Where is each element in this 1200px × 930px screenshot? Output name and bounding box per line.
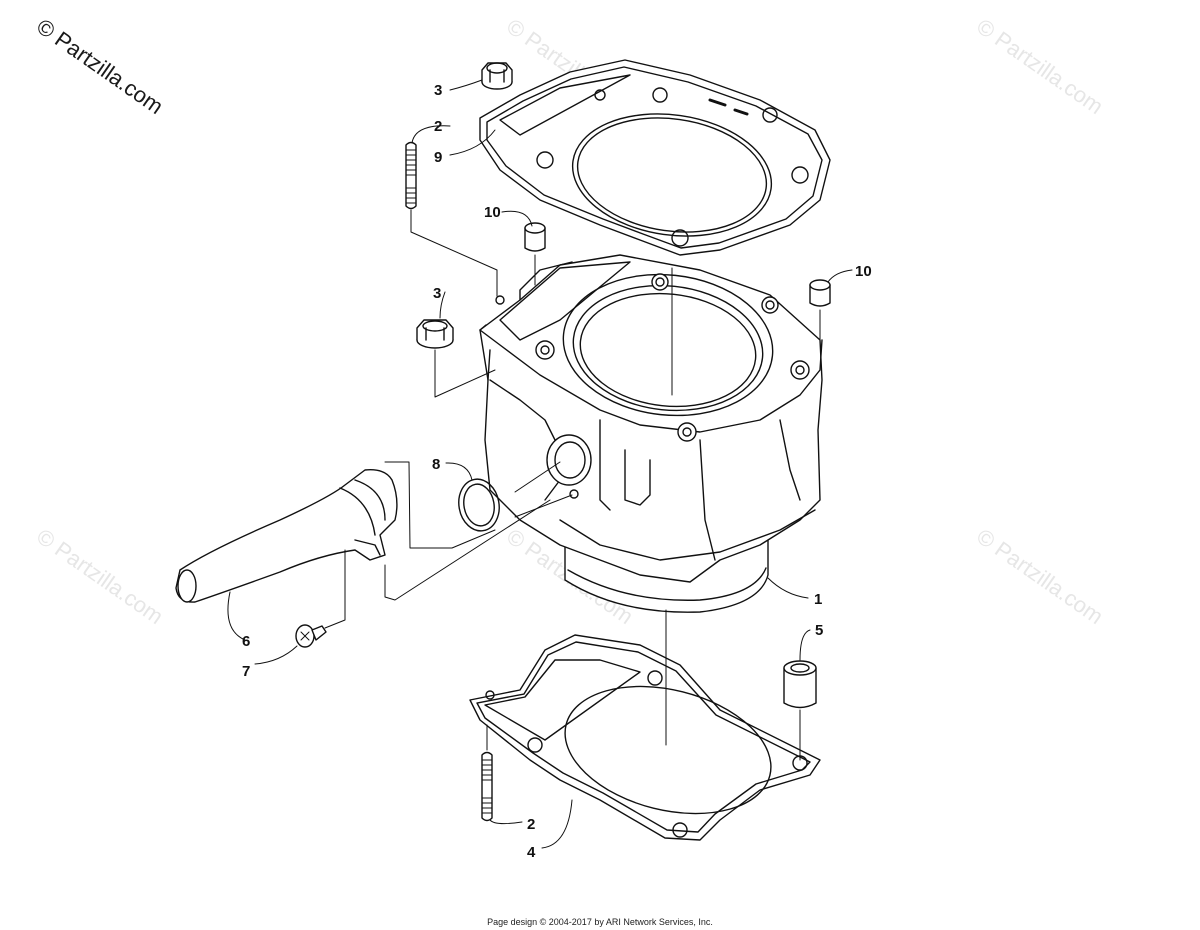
dowel-sleeve xyxy=(783,660,817,709)
callout-9: 9 xyxy=(434,149,442,166)
head-gasket xyxy=(479,59,831,256)
callout-4: 4 xyxy=(527,844,536,861)
watermark-main: © Partzilla.com xyxy=(32,14,168,120)
stud-bottom xyxy=(481,751,493,822)
callout-2-top: 2 xyxy=(434,118,442,135)
coolant-pipe xyxy=(175,469,398,603)
callout-10-left: 10 xyxy=(484,204,501,221)
base-gasket xyxy=(469,634,821,841)
o-ring xyxy=(458,478,500,532)
callout-leaders xyxy=(227,79,853,849)
callout-5: 5 xyxy=(815,622,823,639)
flange-nut-top xyxy=(481,62,513,90)
dowel-pin-right xyxy=(809,279,831,307)
watermark: © Partzilla.com xyxy=(972,524,1108,630)
watermark: © Partzilla.com xyxy=(972,14,1108,120)
dowel-pin-left xyxy=(524,222,546,252)
callout-10-right: 10 xyxy=(855,263,872,280)
watermark: © Partzilla.com xyxy=(32,524,168,630)
callout-1: 1 xyxy=(814,591,822,608)
callout-3-top: 3 xyxy=(434,82,442,99)
callout-7: 7 xyxy=(242,663,250,680)
callout-8: 8 xyxy=(432,456,440,473)
callout-3-middle: 3 xyxy=(433,285,441,302)
page-footer: Page design © 2004-2017 by ARI Network S… xyxy=(487,917,713,927)
assembly-guide-lines xyxy=(324,209,821,761)
callout-labels: 3 2 9 10 10 3 8 1 5 6 7 2 4 xyxy=(242,82,872,861)
stud-top xyxy=(405,141,417,210)
screw xyxy=(295,624,327,648)
callout-6: 6 xyxy=(242,633,250,650)
cylinder xyxy=(479,254,823,613)
flange-nut-middle xyxy=(416,319,454,349)
callout-2-bottom: 2 xyxy=(527,816,535,833)
